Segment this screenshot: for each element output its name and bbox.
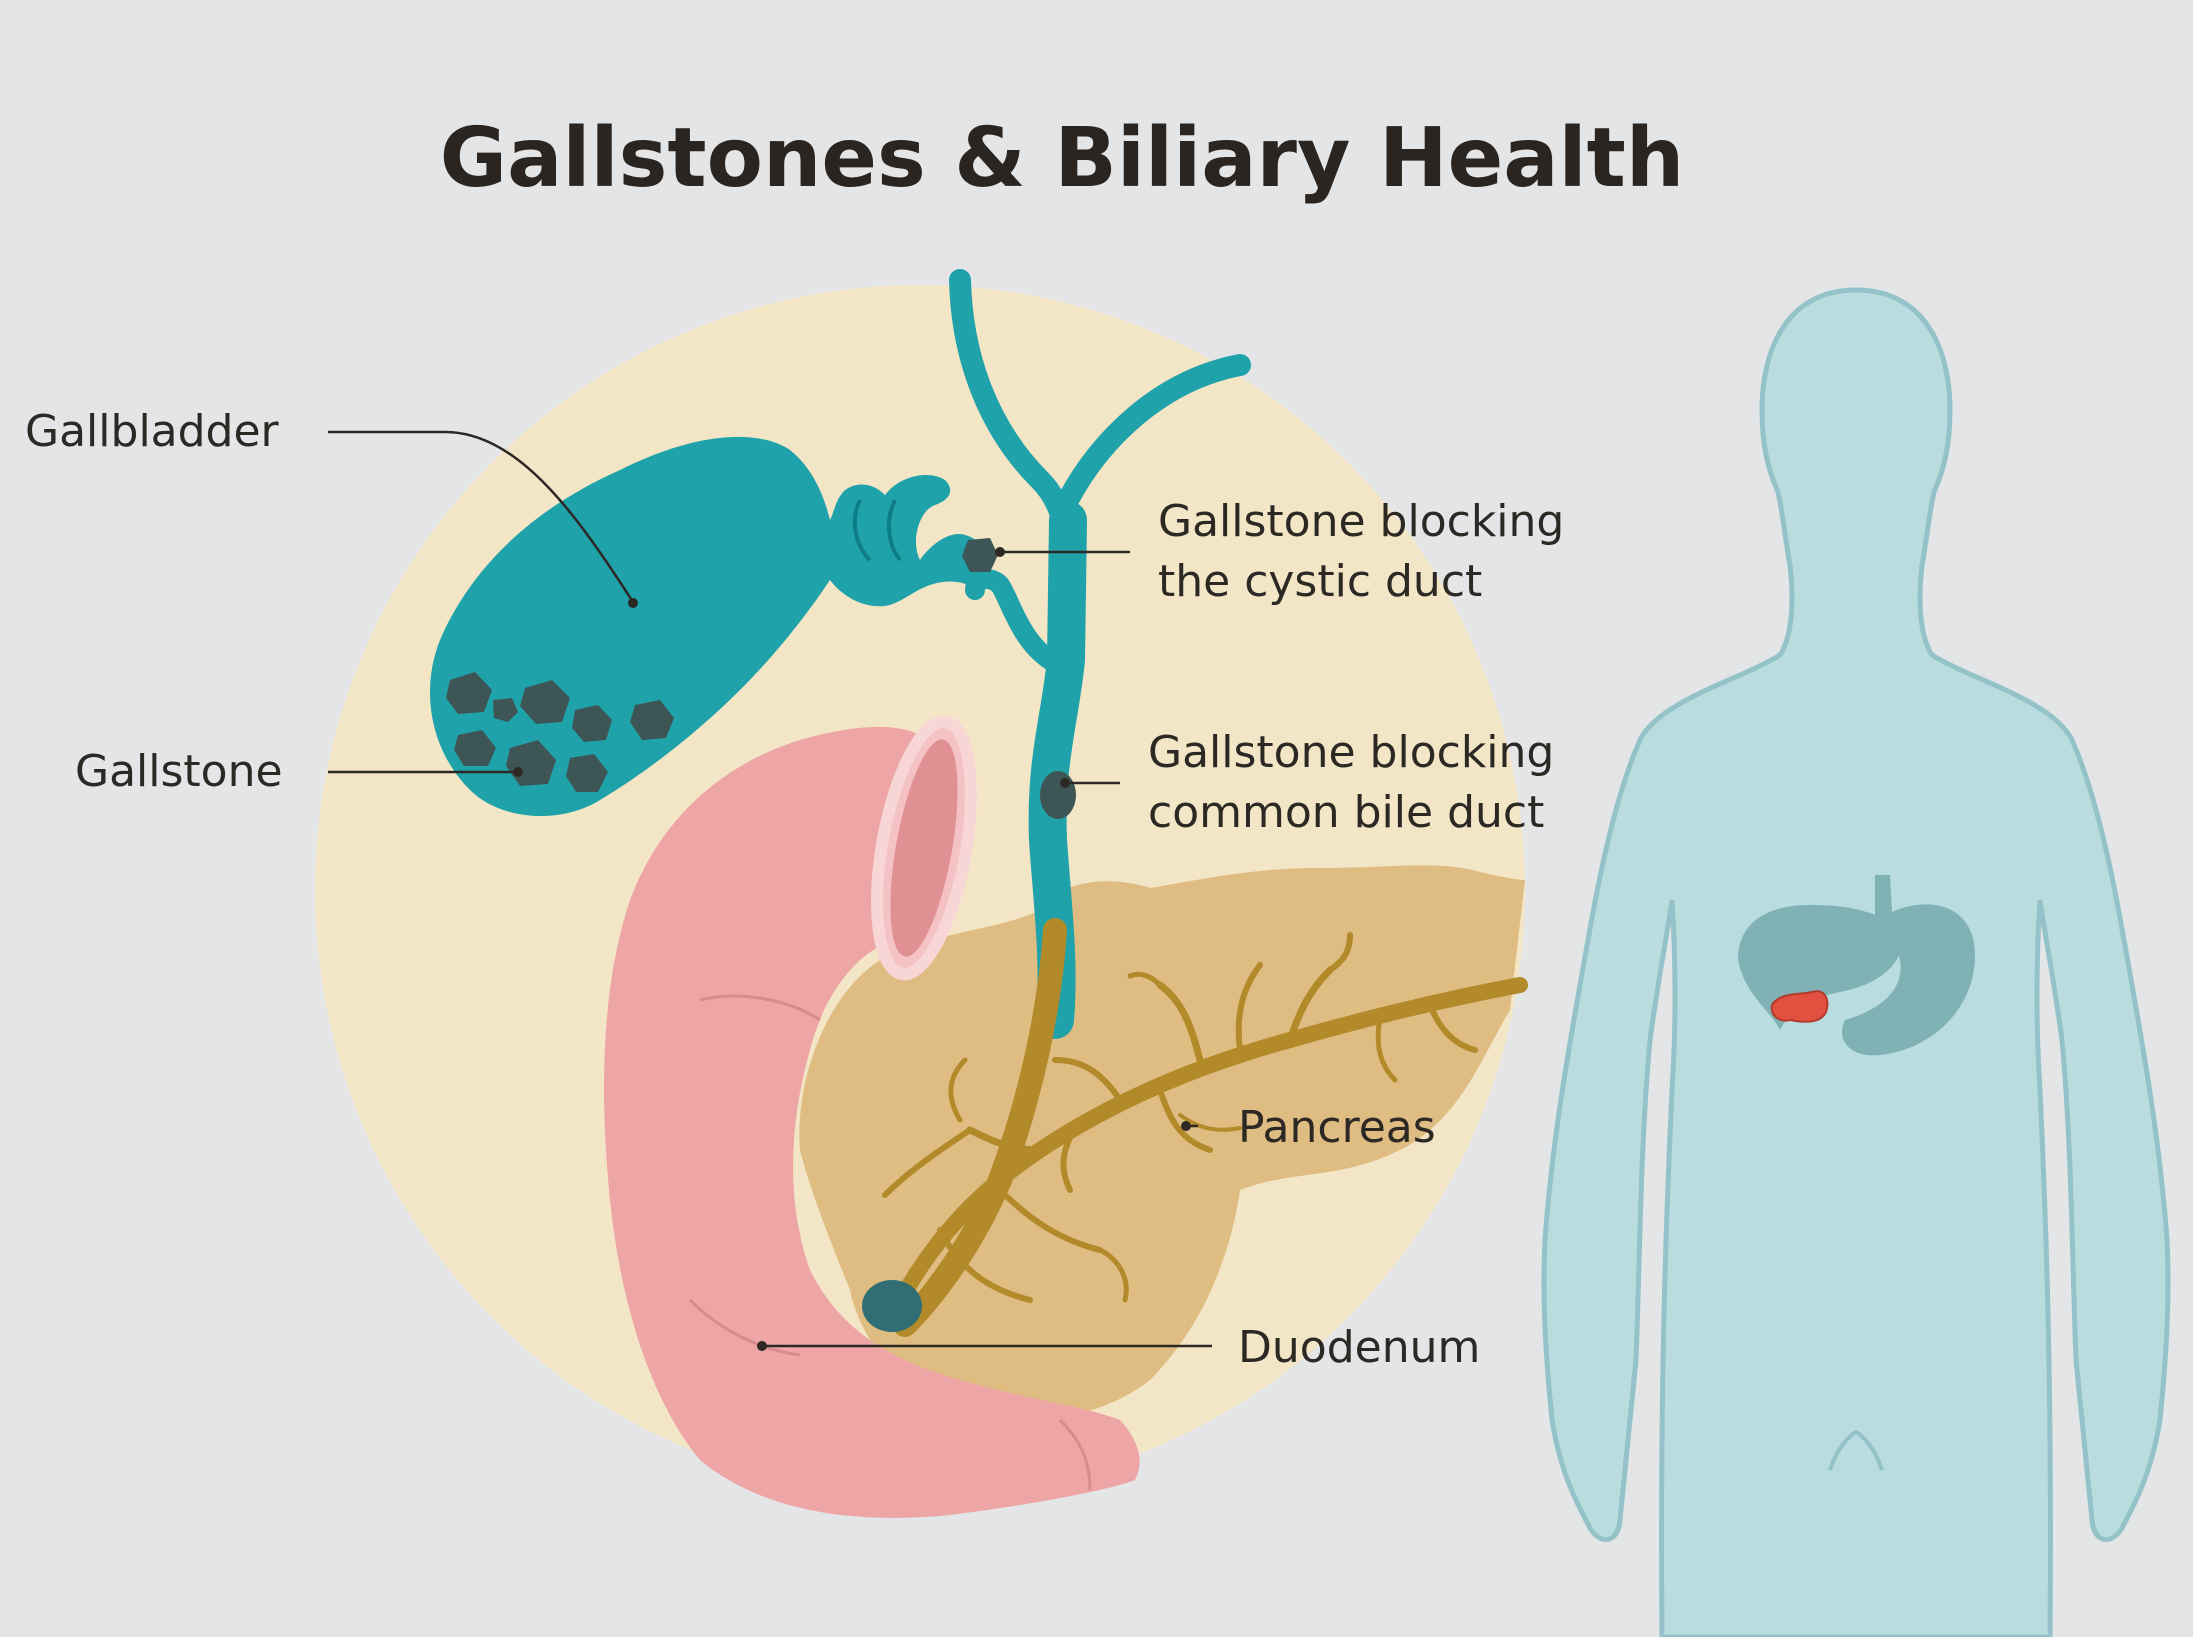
stone-common-bile-duct [1040, 771, 1076, 819]
pancreatic-duct [882, 932, 1528, 1328]
stone-cystic-duct [962, 538, 998, 572]
highlighted-organ [1770, 990, 1829, 1023]
label-gallstone: Gallstone [75, 746, 283, 797]
leader-lines [328, 430, 1212, 1348]
leader-dots [513, 547, 1191, 1351]
page-title: Gallstones & Biliary Health [440, 111, 1684, 206]
label-pancreas: Pancreas [1238, 1102, 1436, 1153]
label-cbd-line1: Gallstone blocking [1148, 727, 1554, 778]
label-duodenum: Duodenum [1238, 1322, 1480, 1373]
gallbladder-organ [430, 436, 984, 817]
label-gallbladder: Gallbladder [25, 406, 280, 457]
label-cystic-duct-line2: the cystic duct [1158, 556, 1482, 607]
stomach-shape [1841, 875, 1975, 1056]
duodenum-organ [604, 715, 1140, 1518]
stone-ampulla [862, 1280, 922, 1332]
pancreas-organ [799, 865, 1528, 1420]
label-cystic-duct-line1: Gallstone blocking [1158, 496, 1564, 547]
label-cbd-line2: common bile duct [1148, 787, 1544, 838]
cystic-duct [965, 569, 1060, 670]
body-organs-inset [1738, 875, 1975, 1056]
